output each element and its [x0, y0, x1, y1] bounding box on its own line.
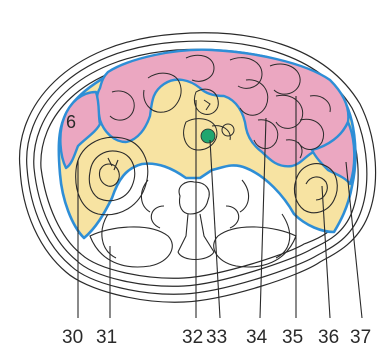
callout-37: 37	[350, 327, 371, 348]
green-vessel-dot	[200, 128, 216, 144]
leader-lines	[77, 96, 363, 319]
posterior-structures	[89, 179, 297, 268]
left-organ	[75, 136, 149, 216]
callout-31: 31	[96, 327, 117, 348]
callout-numbers: 30 31 32 33 34 35 36 37	[62, 327, 371, 348]
bowel-loops	[109, 54, 331, 159]
pink-upper-region	[95, 48, 350, 168]
callout-32: 32	[182, 327, 203, 348]
region-label-6: 6	[66, 112, 76, 132]
callout-33: 33	[206, 327, 227, 348]
callout-36: 36	[318, 327, 339, 348]
callout-34: 34	[246, 327, 268, 348]
pink-left-region	[59, 90, 102, 170]
callout-30: 30	[62, 327, 83, 348]
callout-35: 35	[282, 327, 303, 348]
